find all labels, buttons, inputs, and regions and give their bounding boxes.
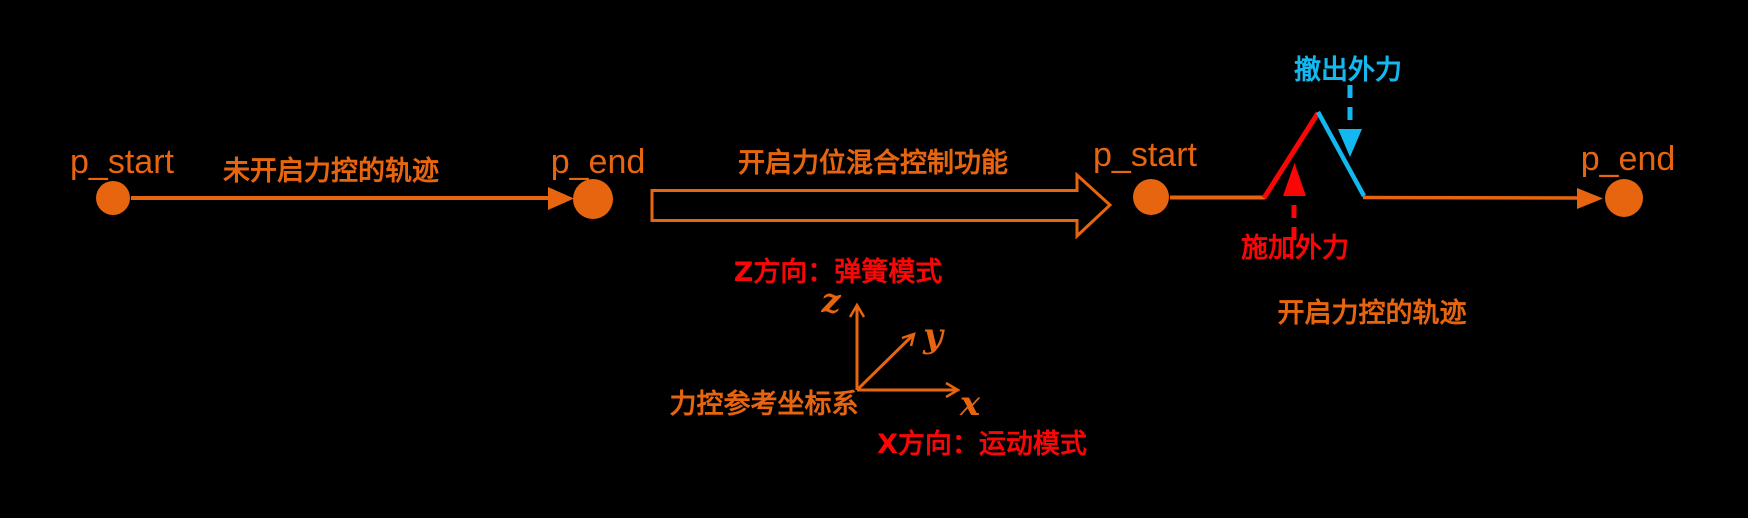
force-withdrawn-falling-segment <box>1316 110 1366 198</box>
withdraw-force-label: 撤出外力 <box>1294 54 1402 86</box>
left-end-point-dot <box>573 179 613 219</box>
coordinate-frame-title: 力控参考坐标系 <box>670 388 859 420</box>
right-end-point-dot <box>1605 179 1643 217</box>
right-trajectory-arrowhead-icon <box>1577 188 1603 209</box>
withdraw-force-arrowhead-icon <box>1338 129 1362 157</box>
right-start-point-label: p_start <box>1093 136 1197 174</box>
y-axis-arrowhead-icon <box>901 332 916 347</box>
coordinate-frame-group: Z方向：弹簧模式 z y x 力控参考坐标系 X方向：运动模式 <box>670 256 1087 460</box>
z-mode-label: Z方向：弹簧模式 <box>734 256 943 288</box>
apply-force-arrowhead-icon <box>1283 163 1306 196</box>
x-mode-label: X方向：运动模式 <box>877 428 1087 460</box>
block-arrow-icon <box>650 171 1113 240</box>
y-axis-line <box>855 333 915 392</box>
left-trajectory-label: 未开启力控的轨迹 <box>223 155 439 187</box>
z-axis-label: z <box>820 281 841 321</box>
right-trajectory-group: p_start p_end 施加外力 撤出外力 开启力控的轨迹 <box>1093 54 1675 329</box>
left-trajectory-arrowhead-icon <box>548 187 574 210</box>
left-trajectory-group: p_start 未开启力控的轨迹 p_end <box>70 143 645 219</box>
transition-label: 开启力位混合控制功能 <box>738 147 1008 179</box>
z-axis-arrowhead-icon <box>848 302 866 318</box>
right-start-point-dot <box>1133 179 1169 215</box>
x-axis-label: x <box>959 384 981 424</box>
right-trajectory-label: 开启力控的轨迹 <box>1278 297 1467 329</box>
right-end-point-label: p_end <box>1581 140 1676 178</box>
y-axis-label: y <box>922 316 945 356</box>
left-end-point-label: p_end <box>551 143 646 181</box>
right-trajectory-flat-end <box>1362 195 1580 200</box>
transition-group: 开启力位混合控制功能 <box>650 147 1113 240</box>
force-applied-rising-segment <box>1261 111 1321 200</box>
x-axis-arrowhead-icon <box>945 381 961 399</box>
left-start-point-label: p_start <box>70 143 174 181</box>
left-start-point-dot <box>96 181 130 215</box>
apply-force-label: 施加外力 <box>1241 233 1349 264</box>
